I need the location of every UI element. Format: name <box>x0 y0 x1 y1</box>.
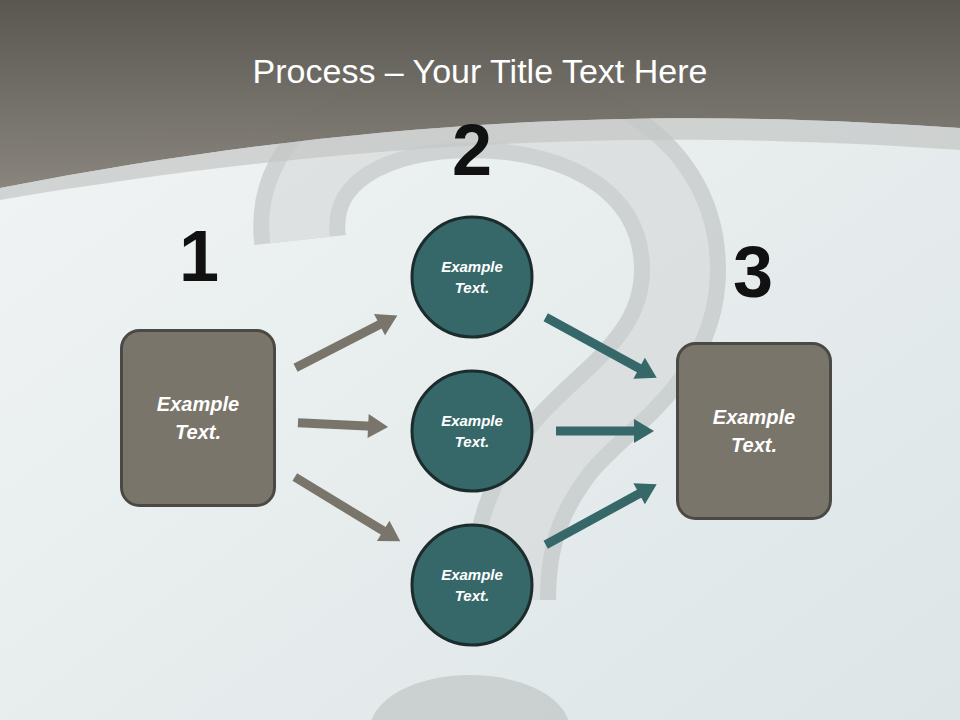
arrow-shaft <box>546 317 643 370</box>
node-shape <box>412 217 532 337</box>
arrow-head <box>374 314 397 335</box>
arrow-shaft <box>556 427 638 436</box>
node-text: Example Text. <box>138 390 258 446</box>
question-mark <box>299 112 680 720</box>
node-text: Example Text. <box>694 403 814 459</box>
arrow-head <box>633 358 656 379</box>
node-shape <box>678 344 831 519</box>
process-circle: Example Text. <box>410 215 534 339</box>
arrow-head <box>368 414 389 438</box>
arrow-head <box>377 521 400 542</box>
slide-title: Process – Your Title Text Here <box>0 52 960 91</box>
process-box: Example Text. <box>676 342 832 520</box>
arrow-shaft <box>295 477 387 533</box>
callout-number: 2 <box>452 109 492 191</box>
node-shape <box>122 331 275 506</box>
node-shape <box>412 371 532 491</box>
arrow-shaft <box>296 323 384 368</box>
node-outline <box>410 369 534 493</box>
arrow-head <box>634 419 654 443</box>
flow-arrow <box>298 414 388 438</box>
node-outline <box>410 523 534 647</box>
flow-arrow <box>546 317 657 379</box>
flow-arrow <box>295 477 400 541</box>
node-shape <box>412 525 532 645</box>
flow-arrow <box>556 419 654 443</box>
node-outline <box>676 342 832 520</box>
process-box: Example Text. <box>120 329 276 507</box>
arrow-shaft <box>546 492 643 545</box>
node-outline <box>410 215 534 339</box>
node-outline <box>120 329 276 507</box>
callout-number: 3 <box>733 231 773 313</box>
arrow-shaft <box>298 423 372 427</box>
arrow-head <box>633 483 656 504</box>
process-circle: Example Text. <box>410 369 534 493</box>
flow-arrow <box>296 314 398 368</box>
process-circle: Example Text. <box>410 523 534 647</box>
node-text: Example Text. <box>427 564 517 606</box>
node-text: Example Text. <box>427 410 517 452</box>
flow-arrow <box>546 483 657 545</box>
node-text: Example Text. <box>427 256 517 298</box>
callout-number: 1 <box>179 215 219 297</box>
